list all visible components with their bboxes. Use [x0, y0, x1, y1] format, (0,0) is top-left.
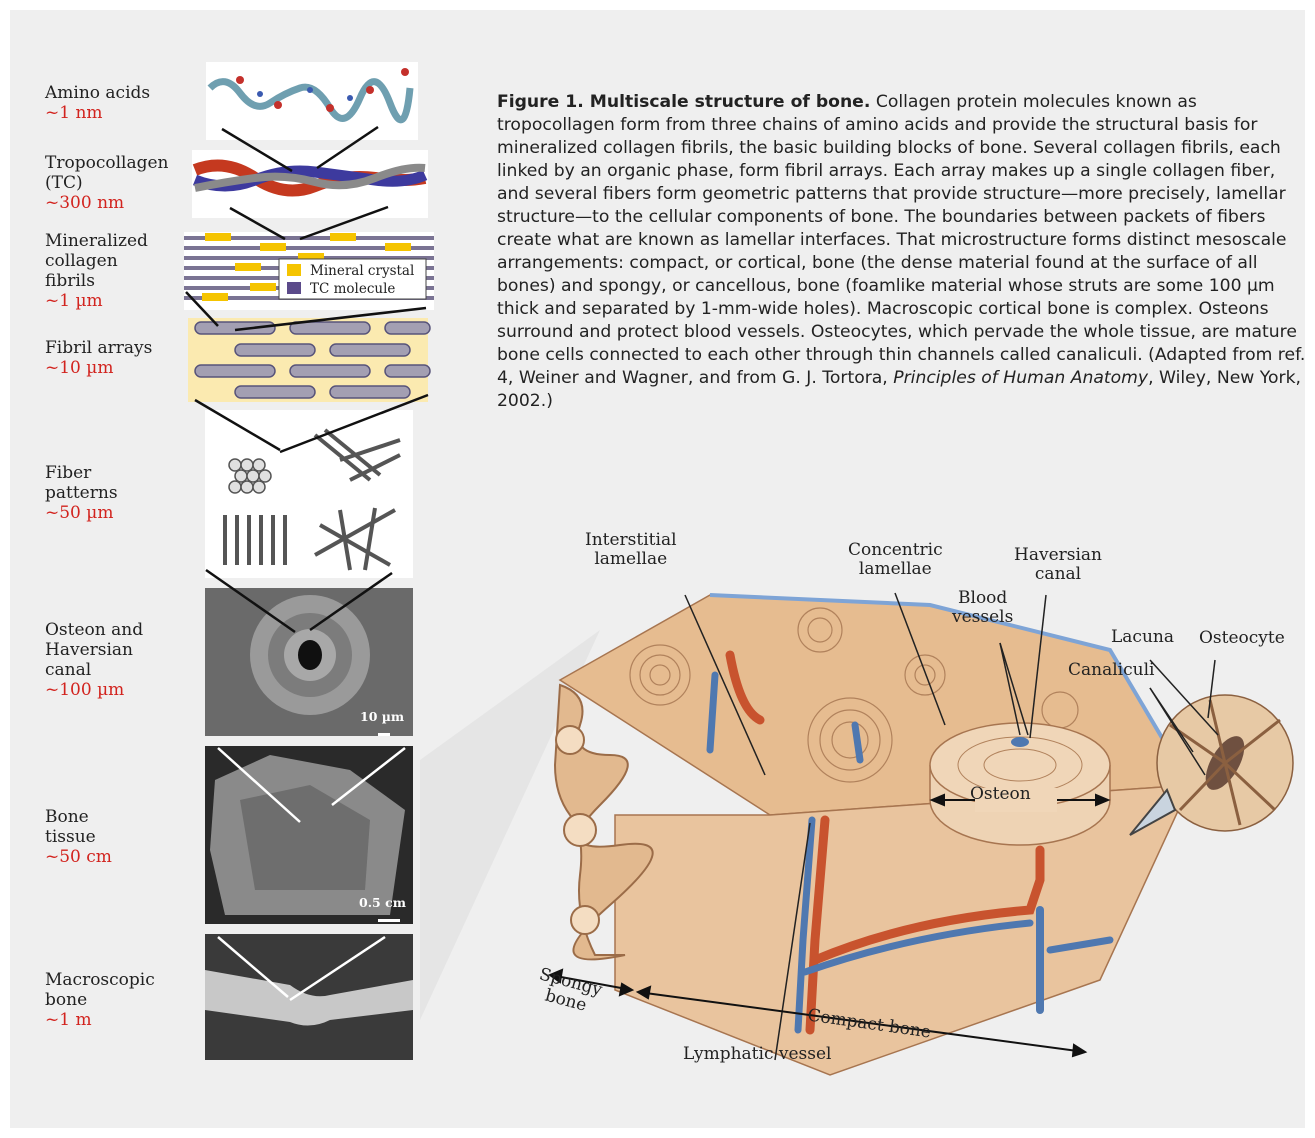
label-lacuna: Lacuna: [1111, 628, 1174, 647]
fiber-patterns-image: [205, 410, 413, 578]
label-line: Concentric: [848, 540, 943, 560]
label-line: Haversian: [1014, 545, 1102, 565]
legend-mineral-crystal: Mineral crystal: [310, 263, 414, 279]
label-line: lamellae: [859, 559, 932, 579]
label-interstitial-lamellae: Interstitial lamellae: [585, 531, 677, 569]
label-blood-vessels: Blood vessels: [952, 589, 1013, 627]
fibril-arrays-image: [188, 318, 430, 402]
label-haversian-canal: Haversian canal: [1014, 546, 1102, 584]
label-osteon: Osteon: [970, 785, 1031, 804]
scalebar-osteon-label: 10 µm: [360, 709, 404, 724]
label-canaliculi: Canaliculi: [1068, 661, 1154, 680]
amino-acids-image: [206, 62, 418, 140]
figure-caption: Figure 1. Multiscale structure of bone. …: [497, 91, 1312, 413]
caption-book-title: Principles of Human Anatomy: [893, 368, 1148, 388]
legend-tc-molecule: TC molecule: [310, 281, 395, 297]
multiscale-panels: Mineral crystal TC molecule 10 µm 0.5 cm: [10, 10, 450, 1128]
label-line: Interstitial: [585, 530, 677, 550]
label-line: lamellae: [594, 549, 667, 569]
label-line: Blood: [958, 588, 1007, 608]
label-line: vessels: [952, 607, 1013, 627]
figure-page: Amino acids ~1 nm Tropocollagen (TC) ~30…: [10, 10, 1305, 1128]
scalebar-tissue-label: 0.5 cm: [359, 895, 406, 910]
label-osteocyte: Osteocyte: [1199, 629, 1285, 648]
label-line: canal: [1035, 564, 1081, 584]
label-concentric-lamellae: Concentric lamellae: [848, 541, 943, 579]
tropocollagen-image: [192, 150, 428, 218]
caption-title: Figure 1. Multiscale structure of bone.: [497, 92, 870, 112]
caption-body: Collagen protein molecules known as trop…: [497, 92, 1305, 388]
label-lymphatic-vessel: Lymphatic vessel: [683, 1045, 831, 1064]
